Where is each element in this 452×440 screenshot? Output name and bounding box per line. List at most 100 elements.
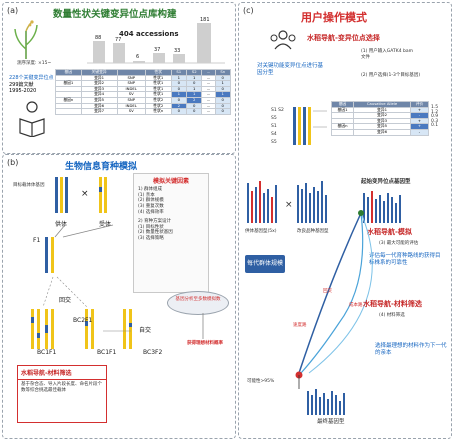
histogram-tag: 测序深度: ×15~ (17, 61, 52, 66)
bar-value: 88 (95, 35, 102, 41)
genotype-bars: × (247, 181, 327, 223)
step3-title: 水稻导航-模拟 (367, 228, 412, 236)
sample-label: S4 (271, 132, 277, 137)
table-cell: SNP (116, 97, 146, 104)
step1-title: 水稻导航-变异位点选择 (307, 34, 380, 42)
probability-label: 可能性>95% (247, 379, 275, 384)
panel-b: (b) 生物信息育种模拟 目标载体体基因 × 供体 受体 F1 回交 BC1F1… (2, 154, 236, 439)
panel-b-title: 生物信息育种模拟 (65, 162, 138, 172)
sim-factor-box: 模拟关键因素 1) 群体组成 (1) 亲本 (2) 群体规模 (3) 重复次数 … (133, 173, 209, 293)
stat-years: 1995-2020 (9, 88, 37, 94)
accessions-label: 404 accessions (119, 30, 179, 38)
path-label-backcross: 回交 (323, 289, 332, 294)
sim-item: (2) 数量性状基因 (138, 230, 173, 236)
user-gene-table: 基因 Causative Allele 评价 基因1 变异1 + 变异2 - 变… (330, 101, 430, 136)
table-cell: 0 (170, 85, 188, 93)
material-screen-body: 基于杂合态、导入片段长度、命名片段个数等综合挑选最佳载体 (21, 382, 102, 393)
header-cell: S2 (186, 69, 203, 76)
table-cell: INDEL (116, 102, 146, 110)
sample-strips (293, 107, 327, 145)
panel-c-title: 用户操作模式 (301, 11, 367, 24)
score-value: 0.3 (431, 118, 439, 124)
stats-block: 228个关键变异位点 299篇文献 1995-2020 (9, 75, 54, 95)
donor-caption: 供体基因型(5x) (245, 229, 277, 234)
improve-caption: 改良品种基因型 (297, 229, 329, 234)
selfing-label: 自交 (139, 327, 152, 334)
stat-loci: 228个关键变异位点 (9, 75, 54, 81)
step4-note: (4) 材料筛选 (379, 313, 405, 318)
sample-labels: S1 S2 S5 S1 S4 S5 (271, 107, 284, 147)
material-screen-note: 水稻导航-材料筛选 基于杂合态、导入片段长度、命名片段个数等综合挑选最佳载体 (17, 365, 107, 423)
table-header-row: 基因 关键变异 性状 S1 S2 ... Sn (55, 69, 232, 76)
table-row: 变异3 INDEL 性状1 0 1 ... 0 (55, 85, 232, 93)
sim-item: (3) 选择策略 (138, 236, 164, 241)
bar-value: 77 (115, 37, 122, 43)
header-cell: S1 (170, 69, 188, 76)
table-cell: 1 (170, 91, 188, 98)
param-oval: 基因分析至多数模拟数 (167, 291, 229, 315)
header-cell: 评价 (409, 101, 430, 108)
table-cell: 性状n (144, 108, 172, 115)
table-cell (330, 112, 355, 119)
bc4-label: BC3F2 (143, 349, 163, 356)
bar (153, 53, 165, 63)
table-row: 变异3 + (330, 117, 430, 125)
sim-factor-title: 模拟关键因素 (152, 178, 189, 185)
cross-symbol: × (81, 189, 89, 199)
table-row: 基因n 变异5 SNP 性状2 0 2 ... 0 (55, 97, 232, 104)
table-row: 变异6 INDEL 性状2 2 0 ... 0 (55, 102, 232, 110)
sim-factor-list: 1) 群体组成 (1) 亲本 (2) 群体规模 (3) 重复次数 (4) 选择效… (134, 185, 208, 244)
donor-label: 供体 (55, 221, 68, 228)
sim-item: (1) 目标性状 (138, 224, 164, 230)
start-caption: 起始变异位点基因型 (361, 179, 411, 185)
table-cell: 0 (186, 102, 203, 110)
eval-note: 评估每一代育种路线的获得目标株系的可靠性 (369, 253, 441, 266)
final-genotype-bars (307, 389, 345, 415)
bar-value: 37 (154, 47, 161, 53)
panel-a-label: (a) (7, 6, 19, 15)
f1-label: F1 (33, 237, 41, 244)
bc3-label: BC1F1 (97, 349, 117, 356)
panel-c-label: (c) (243, 6, 254, 15)
variant-table: 基因 关键变异 性状 S1 S2 ... Sn 变异1 SNP 性状1 1 1 … (55, 69, 232, 115)
table-cell: - (409, 129, 430, 136)
step2-note: (2) 用户选择(1-3个目标基因) (361, 73, 421, 78)
table-cell (55, 108, 82, 115)
path-label-cost: 成本路 (349, 303, 363, 308)
users-icon (270, 30, 296, 50)
panel-a: (a) 数量性状关键变异位点库构建 测序深度: ×15~ 88 77 6 37 … (2, 2, 236, 154)
sim-item: (1) 亲本 (138, 192, 155, 198)
table-cell: 2 (170, 102, 188, 110)
final-caption: 最终基因型 (317, 419, 345, 425)
flow-arrows (42, 224, 204, 339)
bc1-label: BC1F1 (37, 349, 57, 356)
table-row: 基因1 变异2 SNP 性状1 0 0 ... 1 (55, 80, 232, 87)
table-cell (330, 117, 355, 125)
table-cell: 0 (214, 102, 232, 110)
table-cell: 1 (186, 85, 203, 93)
table-cell: 0 (186, 80, 203, 87)
table-row: 变异4 SV 性状1 1 1 ... 1 (55, 91, 232, 98)
table-cell: SNP (116, 74, 146, 82)
f1-chromosome (45, 237, 54, 273)
acceptor-label: 受体 (99, 221, 112, 228)
generation-size-box: 每代群体规模 (245, 255, 285, 273)
header-cell: Sn (214, 69, 232, 76)
bar-value: 181 (200, 17, 210, 23)
table-cell: SNP (116, 80, 146, 87)
bar (93, 41, 105, 63)
table-row: 变异2 - (330, 112, 430, 119)
bar-value: 33 (174, 48, 181, 54)
table-cell (330, 129, 355, 136)
sample-label: S1 S2 (271, 108, 284, 113)
bc-chromosomes (31, 309, 132, 349)
panel-b-label: (b) (7, 158, 19, 167)
result-box: 获得理想材料概率 (187, 341, 223, 346)
table-cell: SV (116, 108, 146, 115)
reader-icon (19, 101, 45, 137)
table-cell: 1 (214, 91, 232, 98)
final-note: 选择最理想的材料作为下一代的亲本 (375, 343, 447, 356)
table-cell: ... (201, 108, 216, 115)
table-cell: 1 (170, 74, 188, 82)
table-cell: + (409, 106, 430, 114)
